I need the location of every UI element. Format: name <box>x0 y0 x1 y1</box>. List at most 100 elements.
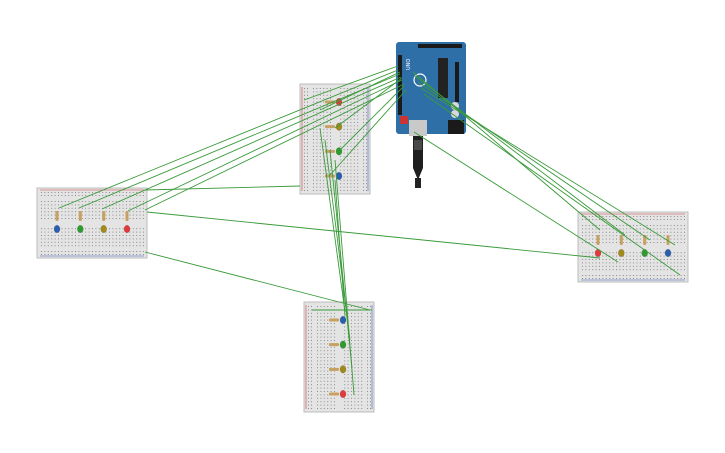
breadboard-hole <box>366 156 367 157</box>
arduino-capacitor-2 <box>451 110 459 118</box>
resistor <box>55 211 59 221</box>
breadboard-hole <box>313 176 314 178</box>
breadboard-hole <box>663 228 665 230</box>
breadboard-hole <box>646 219 648 220</box>
breadboard-hole <box>370 357 371 358</box>
breadboard-hole <box>616 255 617 257</box>
breadboard-hole <box>326 122 328 123</box>
breadboard-hole <box>68 238 70 240</box>
breadboard-hole <box>71 241 73 243</box>
breadboard-hole <box>629 259 631 260</box>
breadboard-hole <box>639 259 641 260</box>
breadboard-hole <box>323 111 325 113</box>
breadboard-hole <box>64 238 66 240</box>
wire <box>144 251 371 311</box>
breadboard-hole <box>54 251 56 252</box>
breadboard-hole <box>132 228 134 230</box>
breadboard-hole <box>653 275 655 276</box>
breadboard-hole <box>311 343 312 345</box>
breadboard-hole <box>78 204 80 206</box>
breadboard-hole <box>366 105 367 106</box>
breadboard-hole <box>361 312 363 314</box>
breadboard-hole <box>323 183 325 185</box>
breadboard-hole <box>122 211 124 213</box>
breadboard-hole <box>317 333 318 335</box>
breadboard-hole <box>143 195 144 196</box>
breadboard-hole <box>370 397 371 399</box>
breadboard-hole <box>351 343 352 345</box>
breadboard-hole <box>370 380 371 382</box>
breadboard-hole <box>622 235 624 237</box>
breadboard-hole <box>327 363 329 365</box>
breadboard-hole <box>109 218 110 219</box>
breadboard-hole <box>361 391 363 392</box>
breadboard-hole <box>357 319 359 321</box>
breadboard-hole <box>54 214 56 216</box>
breadboard-hole <box>363 169 364 171</box>
breadboard-hole <box>75 238 76 240</box>
breadboard-hole <box>616 242 617 243</box>
breadboard-hole <box>367 370 368 372</box>
breadboard-hole <box>98 231 100 233</box>
breadboard-hole <box>68 207 70 209</box>
breadboard-hole <box>622 231 624 233</box>
breadboard-hole <box>370 343 371 345</box>
arduino-reset-button[interactable] <box>400 116 408 124</box>
breadboard-hole <box>316 183 318 185</box>
breadboard-hole <box>595 216 597 217</box>
breadboard-hole <box>367 384 368 386</box>
breadboard-hole <box>316 139 318 140</box>
breadboard-hole <box>653 262 655 264</box>
breadboard-hole <box>361 350 363 352</box>
breadboard-hole <box>75 195 76 196</box>
breadboard-hole <box>304 162 305 164</box>
breadboard-left-body <box>36 187 148 259</box>
arduino-usb-port[interactable] <box>409 120 427 136</box>
breadboard-hole <box>323 326 325 328</box>
breadboard-hole <box>119 231 121 233</box>
breadboard-hole <box>366 183 367 185</box>
breadboard-hole <box>653 242 655 243</box>
breadboard-hole <box>343 108 345 110</box>
breadboard-hole <box>599 269 600 271</box>
breadboard-hole <box>366 139 367 140</box>
breadboard-hole <box>317 357 318 358</box>
breadboard-hole <box>343 125 345 127</box>
breadboard-hole <box>327 404 329 406</box>
breadboard-hole <box>122 235 124 236</box>
breadboard-hole <box>319 125 321 127</box>
breadboard-hole <box>677 228 679 230</box>
breadboard-hole <box>592 216 594 217</box>
breadboard-hole <box>323 108 325 110</box>
arduino-logo-icon <box>413 73 427 87</box>
breadboard-hole <box>95 251 97 252</box>
breadboard-hole <box>308 404 309 406</box>
breadboard-hole <box>126 238 127 240</box>
breadboard-hole <box>347 346 349 348</box>
breadboard-hole <box>347 186 348 188</box>
breadboard-hole <box>354 367 356 369</box>
arduino-board[interactable]: UNO <box>396 42 466 188</box>
breadboard-hole <box>588 275 590 276</box>
breadboard-hole <box>347 370 349 372</box>
breadboard-hole <box>58 211 59 213</box>
breadboard-hole <box>320 363 322 365</box>
breadboard-hole <box>98 245 100 247</box>
breadboard-hole <box>629 262 631 264</box>
breadboard-hole <box>357 88 359 89</box>
breadboard-hole <box>334 340 335 341</box>
breadboard-hole <box>316 176 318 178</box>
breadboard-hole <box>612 259 614 260</box>
breadboard-hole <box>311 387 312 389</box>
breadboard-hole <box>85 195 87 196</box>
breadboard-hole <box>677 265 679 267</box>
breadboard-hole <box>47 241 49 243</box>
breadboard-hole <box>646 269 648 271</box>
breadboard-hole <box>112 218 114 219</box>
breadboard-hole <box>323 166 325 168</box>
breadboard-hole <box>330 94 331 96</box>
breadboard-hole <box>619 269 621 271</box>
breadboard-hole <box>633 278 634 279</box>
breadboard-hole <box>75 211 76 213</box>
